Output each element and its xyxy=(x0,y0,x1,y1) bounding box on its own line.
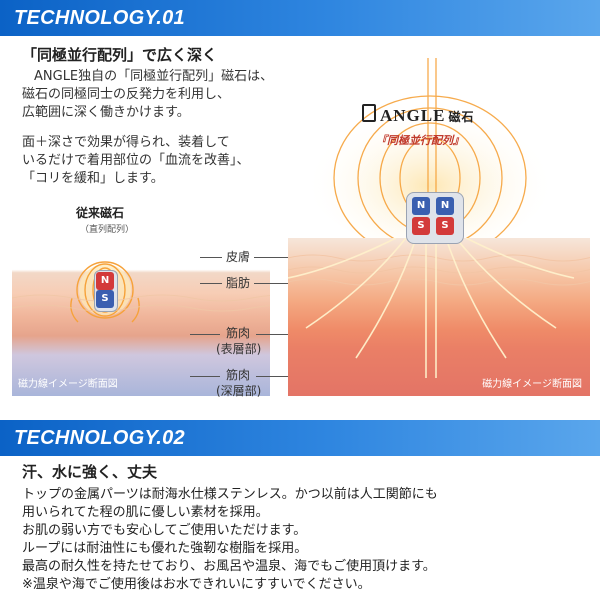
layer-label-skin: 皮膚 xyxy=(226,250,251,264)
section2-line2: 用いられてた程の肌に優しい素材を採用。 xyxy=(22,505,269,520)
angle-logo-icon xyxy=(362,104,376,122)
layer-label-muscle-surface: 筋肉 xyxy=(226,326,251,340)
layer-label-fat: 脂肪 xyxy=(226,276,251,290)
conventional-magnet-s: S xyxy=(96,290,114,308)
angle-magnet-diagram: 磁力線イメージ断面図 xyxy=(288,238,590,396)
angle-logo-suffix: 磁石 xyxy=(448,110,475,124)
layer-label-muscle-deep: 筋肉 xyxy=(226,368,251,382)
technology-02-title: TECHNOLOGY.02 xyxy=(14,427,185,449)
leader-muscle-surface-right xyxy=(256,334,288,335)
left-image-caption: 磁力線イメージ断面図 xyxy=(18,379,118,390)
technology-01-title: TECHNOLOGY.01 xyxy=(14,7,185,29)
paragraph1-line1: ANGLE独自の「同極並行配列」磁石は、 xyxy=(34,69,274,84)
right-image-caption: 磁力線イメージ断面図 xyxy=(482,379,582,390)
angle-magnet-left-s: S xyxy=(412,217,430,235)
angle-magnet-right-s: S xyxy=(436,217,454,235)
technology-02-banner: TECHNOLOGY.02 xyxy=(0,420,600,456)
section2-line1: トップの金属パーツは耐海水仕様ステンレス。かつ以前は人工関節にも xyxy=(22,487,438,502)
leader-muscle-deep-left xyxy=(190,376,220,377)
paragraph1-line3: 広範囲に深く働きかけます。 xyxy=(22,105,190,120)
layer-label-muscle-deep-sub: (深層部) xyxy=(216,384,262,398)
paragraph2-line2: いるだけで着用部位の「血流を改善」、 xyxy=(22,153,250,168)
section2-heading: 汗、水に強く、丈夫 xyxy=(22,463,158,481)
section2-line4: ループには耐油性にも優れた強靭な樹脂を採用。 xyxy=(22,541,308,556)
paragraph2-line3: 「コリを緩和」します。 xyxy=(22,171,164,186)
angle-magnet-left-n: N xyxy=(412,197,430,215)
leader-fat-left xyxy=(200,283,222,284)
section1-heading: 「同極並行配列」で広く深く xyxy=(22,46,218,64)
layer-label-muscle-surface-sub: (表層部) xyxy=(216,342,262,356)
technology-01-banner: TECHNOLOGY.01 xyxy=(0,0,600,36)
angle-magnet-right-n: N xyxy=(436,197,454,215)
conventional-magnet-subtitle: （直列配列） xyxy=(80,225,135,235)
conventional-magnet-diagram: N S 磁力線イメージ断面図 xyxy=(12,238,270,396)
leader-muscle-deep-right xyxy=(256,376,288,377)
paragraph2-line1: 面＋深さで効果が得られ、装着して xyxy=(22,135,230,150)
angle-field-lines xyxy=(288,238,590,378)
section2-line3: お肌の弱い方でも安心してご使用いただけます。 xyxy=(22,523,307,538)
angle-subtitle: 『同極並行配列』 xyxy=(376,134,464,147)
section2-line5: 最高の耐久性を持たせており、お風呂や温泉、海でもご使用頂けます。 xyxy=(22,559,436,574)
leader-skin-left xyxy=(200,257,222,258)
leader-skin-right xyxy=(254,257,288,258)
angle-logo-text: ANGLE xyxy=(380,106,446,125)
section2-line6: ※温泉や海でご使用後はお水できれいにすすいでください。 xyxy=(22,577,371,592)
conventional-magnet-title: 従来磁石 xyxy=(76,206,125,220)
leader-muscle-surface-left xyxy=(190,334,220,335)
angle-field-glow xyxy=(305,58,555,238)
conventional-magnet-n: N xyxy=(96,272,114,290)
paragraph1-line2: 磁石の同極同士の反発力を利用し、 xyxy=(22,87,231,102)
leader-fat-right xyxy=(254,283,288,284)
